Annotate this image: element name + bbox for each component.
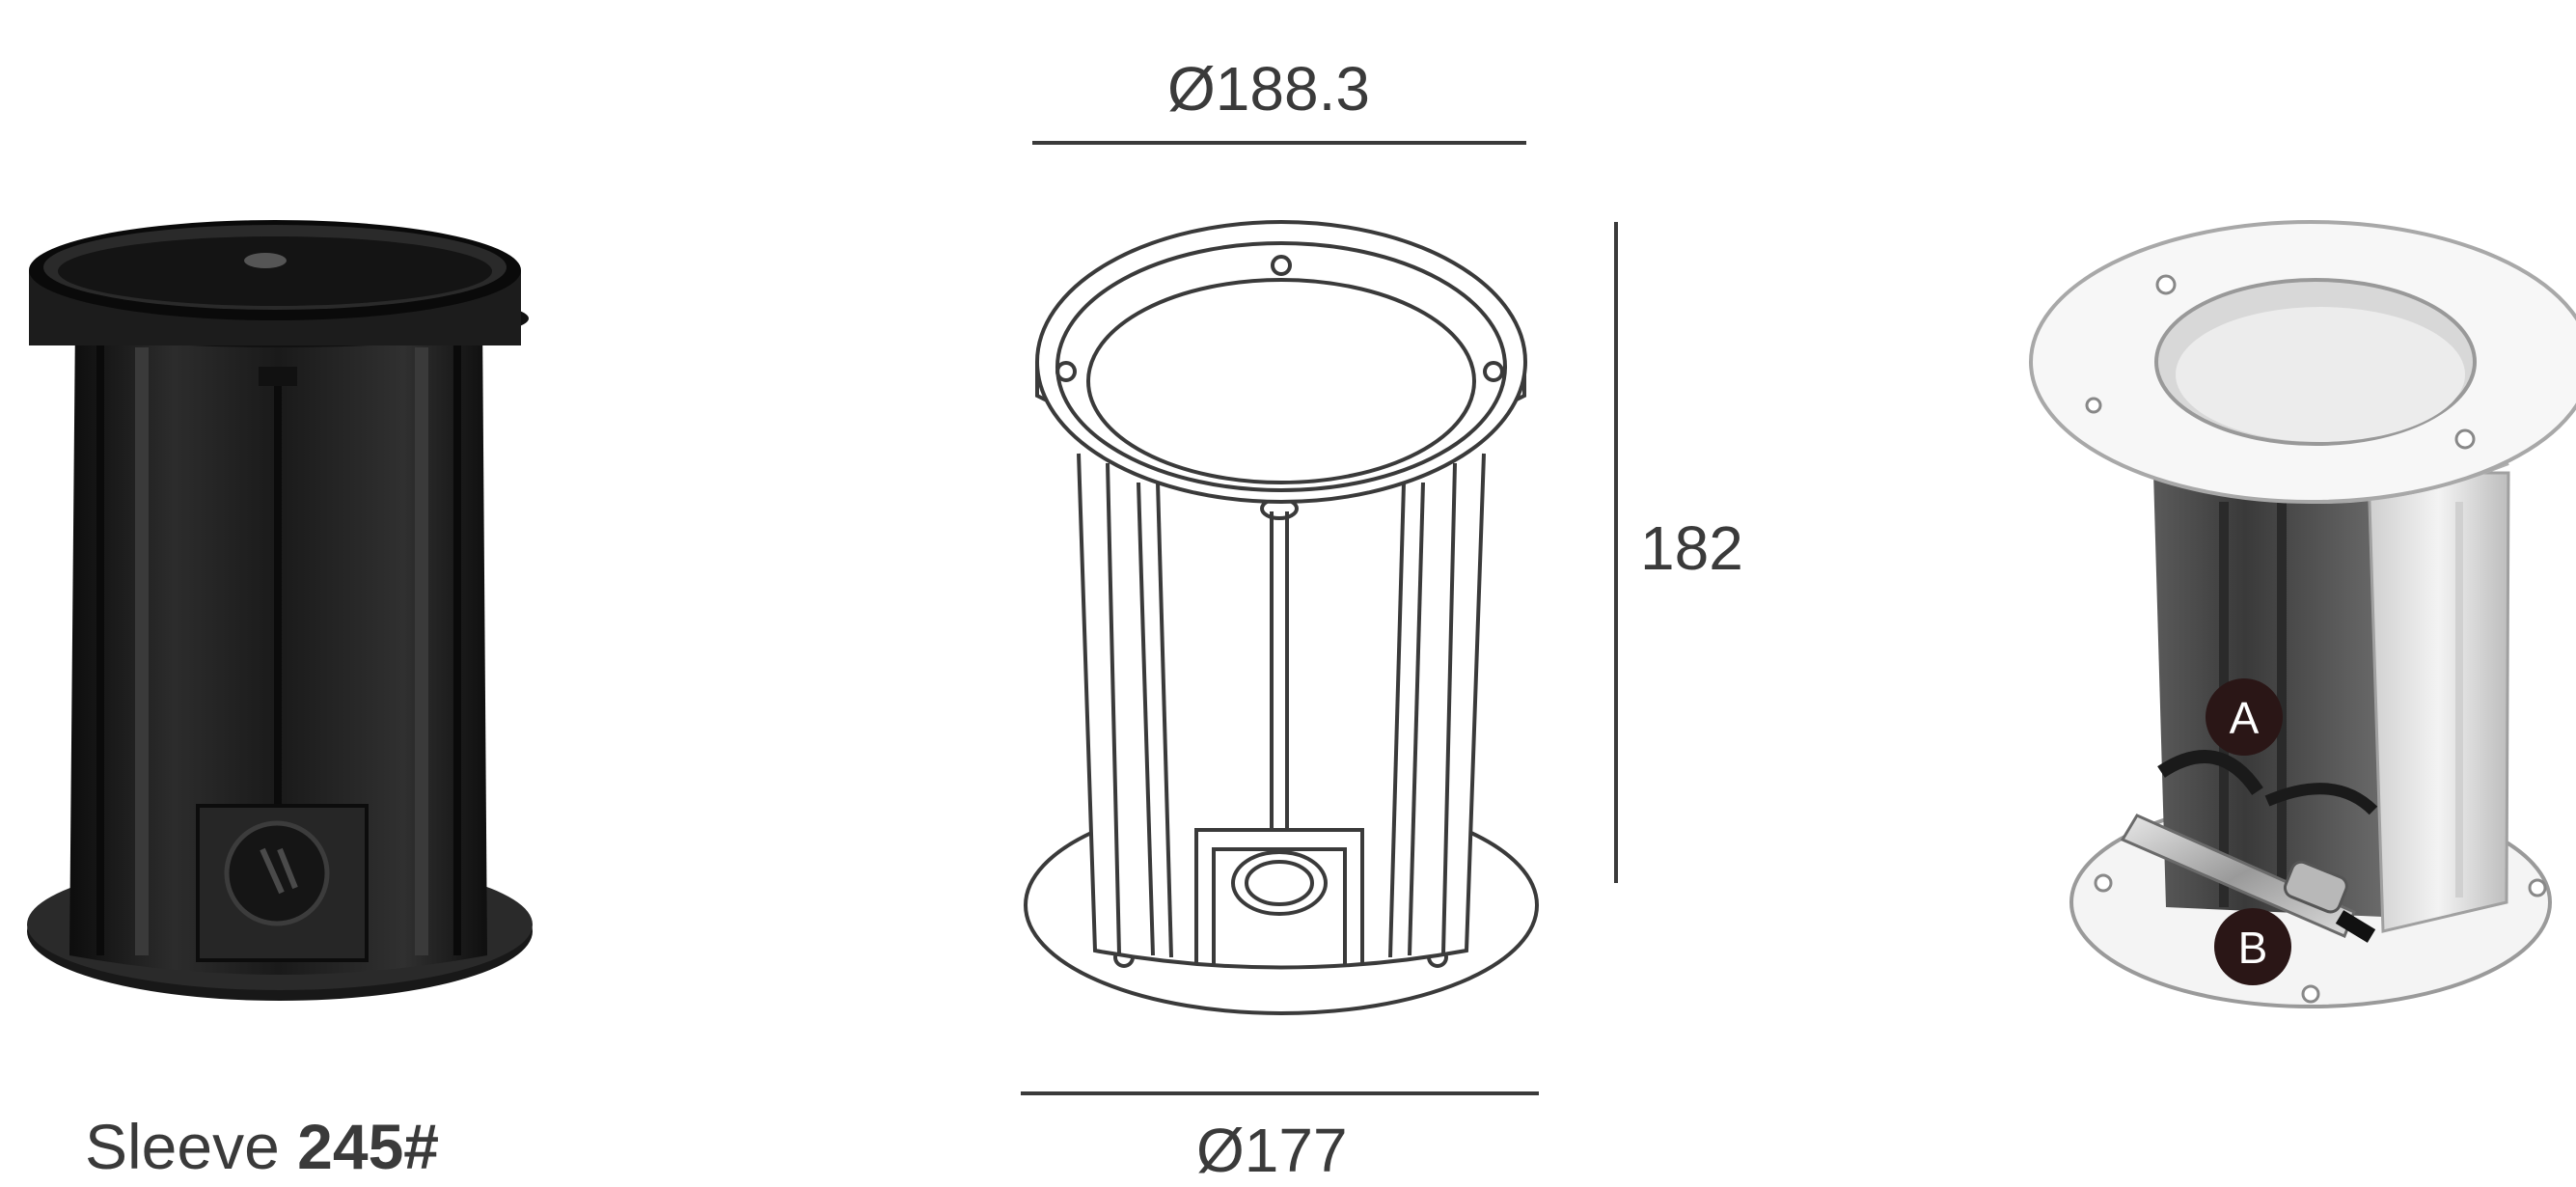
callout-b-marker <box>2214 908 2291 985</box>
caption-prefix: Sleeve <box>85 1111 280 1182</box>
callout-a-marker <box>2206 678 2283 756</box>
callout-b-label: B <box>2237 923 2268 973</box>
technical-line-drawing <box>1024 220 1539 1015</box>
dimension-lines <box>1021 141 1618 1095</box>
height-label: 182 <box>1640 513 1743 583</box>
sleeve-caption: Sleeve 245# <box>85 1115 439 1178</box>
callout-a-label: A <box>2229 693 2260 743</box>
black-sleeve-illustration <box>27 220 533 1001</box>
top-diameter-label: Ø188.3 <box>1167 54 1370 124</box>
silver-sleeve-cutaway-illustration <box>2029 220 2576 1008</box>
bottom-diameter-label: Ø177 <box>1196 1116 1348 1185</box>
caption-model: 245# <box>297 1111 439 1182</box>
